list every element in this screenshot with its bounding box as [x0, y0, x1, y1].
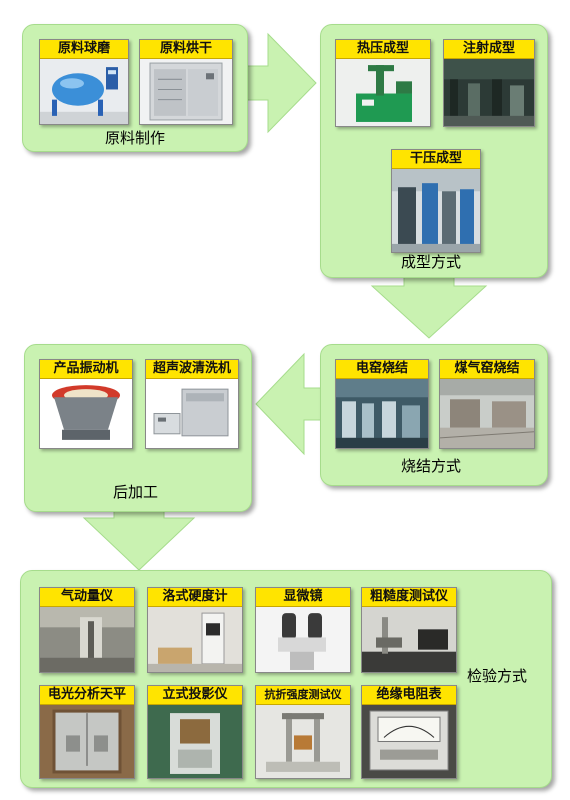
analytical-balance-photo	[40, 705, 134, 778]
microscope-photo	[256, 607, 350, 672]
material-dryer-card: 原料烘干	[139, 39, 233, 125]
stage-caption: 烧结方式	[401, 457, 462, 475]
sintering-panel: 电窑烧结 煤气窑烧结 烧结方式	[320, 344, 548, 486]
ultrasonic-cleaner-photo	[146, 379, 238, 448]
ultrasonic-cleaner-card: 超声波清洗机	[145, 359, 239, 449]
roughness-tester-photo	[362, 607, 456, 672]
raw-material-panel: 原料球磨 原料烘干	[22, 24, 248, 152]
inspection-panel: 气动量仪 洛式硬度计 显微镜	[20, 570, 552, 788]
dryer-photo	[140, 59, 232, 124]
vertical-projector-card: 立式投影仪	[147, 685, 243, 779]
insulation-resistance-meter-card: 绝缘电阻表	[361, 685, 457, 779]
card-label: 产品振动机	[40, 360, 132, 379]
pneumatic-gauge-card: 气动量仪	[39, 587, 135, 673]
pneumatic-gauge-photo	[40, 607, 134, 672]
insulation-meter-photo	[362, 705, 456, 778]
dry-press-card: 干压成型	[391, 149, 481, 253]
roughness-tester-card: 粗糙度测试仪	[361, 587, 457, 673]
stage-caption: 原料制作	[104, 129, 165, 147]
flow-arrow-down-left	[82, 504, 196, 571]
hardness-tester-card: 洛式硬度计	[147, 587, 243, 673]
card-label: 电窑烧结	[336, 360, 428, 379]
stage-caption: 后加工	[113, 483, 159, 501]
flexural-tester-photo	[256, 705, 350, 778]
stage-caption: 成型方式	[401, 253, 462, 271]
card-label: 气动量仪	[40, 588, 134, 607]
card-label: 干压成型	[392, 150, 480, 169]
hot-press-card: 热压成型	[335, 39, 431, 127]
electric-kiln-photo	[336, 379, 428, 448]
card-label: 绝缘电阻表	[362, 686, 456, 705]
vibration-machine-card: 产品振动机	[39, 359, 133, 449]
stage-caption: 检验方式	[467, 667, 528, 685]
card-label: 抗折强度测试仪	[256, 686, 350, 705]
card-label: 超声波清洗机	[146, 360, 238, 379]
card-label: 立式投影仪	[148, 686, 242, 705]
vibration-machine-photo	[40, 379, 132, 448]
electric-kiln-card: 电窑烧结	[335, 359, 429, 449]
forming-panel: 热压成型 注射成型 干压成型	[320, 24, 548, 278]
flow-arrow-down-right	[370, 272, 488, 339]
card-label: 煤气窑烧结	[440, 360, 534, 379]
ball-mill-card: 原料球磨	[39, 39, 129, 125]
post-processing-panel: 产品振动机 超声波清洗机 后加工	[24, 344, 252, 512]
card-label: 电光分析天平	[40, 686, 134, 705]
card-label: 原料球磨	[40, 40, 128, 59]
gas-kiln-photo	[440, 379, 534, 448]
microscope-card: 显微镜	[255, 587, 351, 673]
card-label: 洛式硬度计	[148, 588, 242, 607]
card-label: 原料烘干	[140, 40, 232, 59]
card-label: 热压成型	[336, 40, 430, 59]
card-label: 注射成型	[444, 40, 534, 59]
gas-kiln-card: 煤气窑烧结	[439, 359, 535, 449]
card-label: 粗糙度测试仪	[362, 588, 456, 607]
vertical-projector-photo	[148, 705, 242, 778]
card-label: 显微镜	[256, 588, 350, 607]
flow-arrow-right	[240, 32, 317, 134]
hardness-tester-photo	[148, 607, 242, 672]
injection-photo	[444, 59, 534, 126]
ball-mill-photo	[40, 59, 128, 124]
injection-molding-card: 注射成型	[443, 39, 535, 127]
dry-press-photo	[392, 169, 480, 252]
flexural-strength-tester-card: 抗折强度测试仪	[255, 685, 351, 779]
analytical-balance-card: 电光分析天平	[39, 685, 135, 779]
hot-press-photo	[336, 59, 430, 126]
